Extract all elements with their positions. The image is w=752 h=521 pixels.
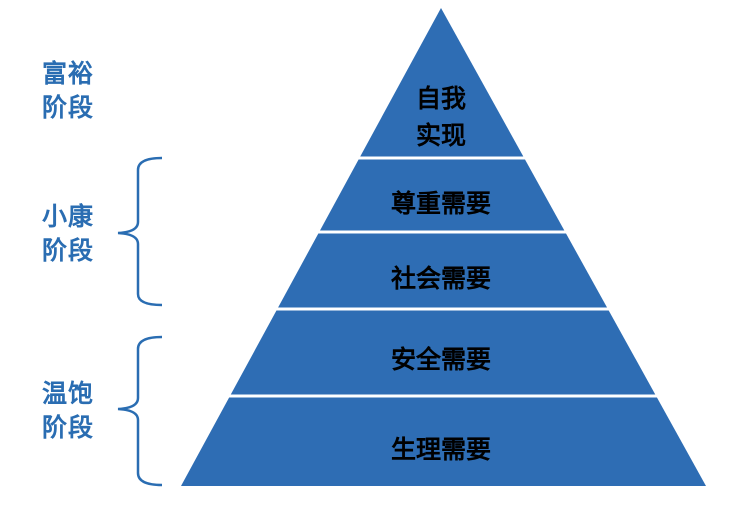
stage-label-fuyu-line1: 富裕	[42, 59, 95, 88]
tier-social	[277, 232, 608, 309]
tier-safety-label-line1: 安全需要	[391, 345, 491, 374]
stage-label-fuyu: 富裕 阶段	[42, 57, 112, 125]
tier-self-actualization	[359, 8, 525, 158]
tier-physiological-label-line1: 生理需要	[391, 435, 491, 464]
stage-label-xiaokang-line2: 阶段	[42, 236, 95, 265]
pyramid-dividers	[227, 156, 659, 398]
tier-self-actualization-label-line2: 实现	[416, 121, 466, 150]
tier-self-actualization-label-line1: 自我	[416, 84, 466, 113]
stage-braces	[117, 156, 163, 487]
stage-label-fuyu-line2: 阶段	[42, 93, 95, 122]
brace-xiaokang	[117, 156, 163, 307]
tier-physiological	[181, 396, 706, 486]
stage-label-xiaokang: 小康 阶段	[42, 200, 112, 268]
tier-esteem-label-line1: 尊重需要	[391, 189, 491, 218]
stage-label-xiaokang-line1: 小康	[42, 202, 95, 231]
pyramid-tiers	[181, 8, 706, 486]
tier-esteem	[319, 158, 566, 232]
tier-social-label-line1: 社会需要	[391, 264, 491, 293]
stage-label-wenbao-line1: 温饱	[42, 379, 95, 408]
stage-label-wenbao: 温饱 阶段	[42, 377, 112, 445]
stage-label-wenbao-line2: 阶段	[42, 413, 95, 442]
tier-safety	[229, 309, 657, 396]
brace-wenbao	[117, 335, 163, 487]
